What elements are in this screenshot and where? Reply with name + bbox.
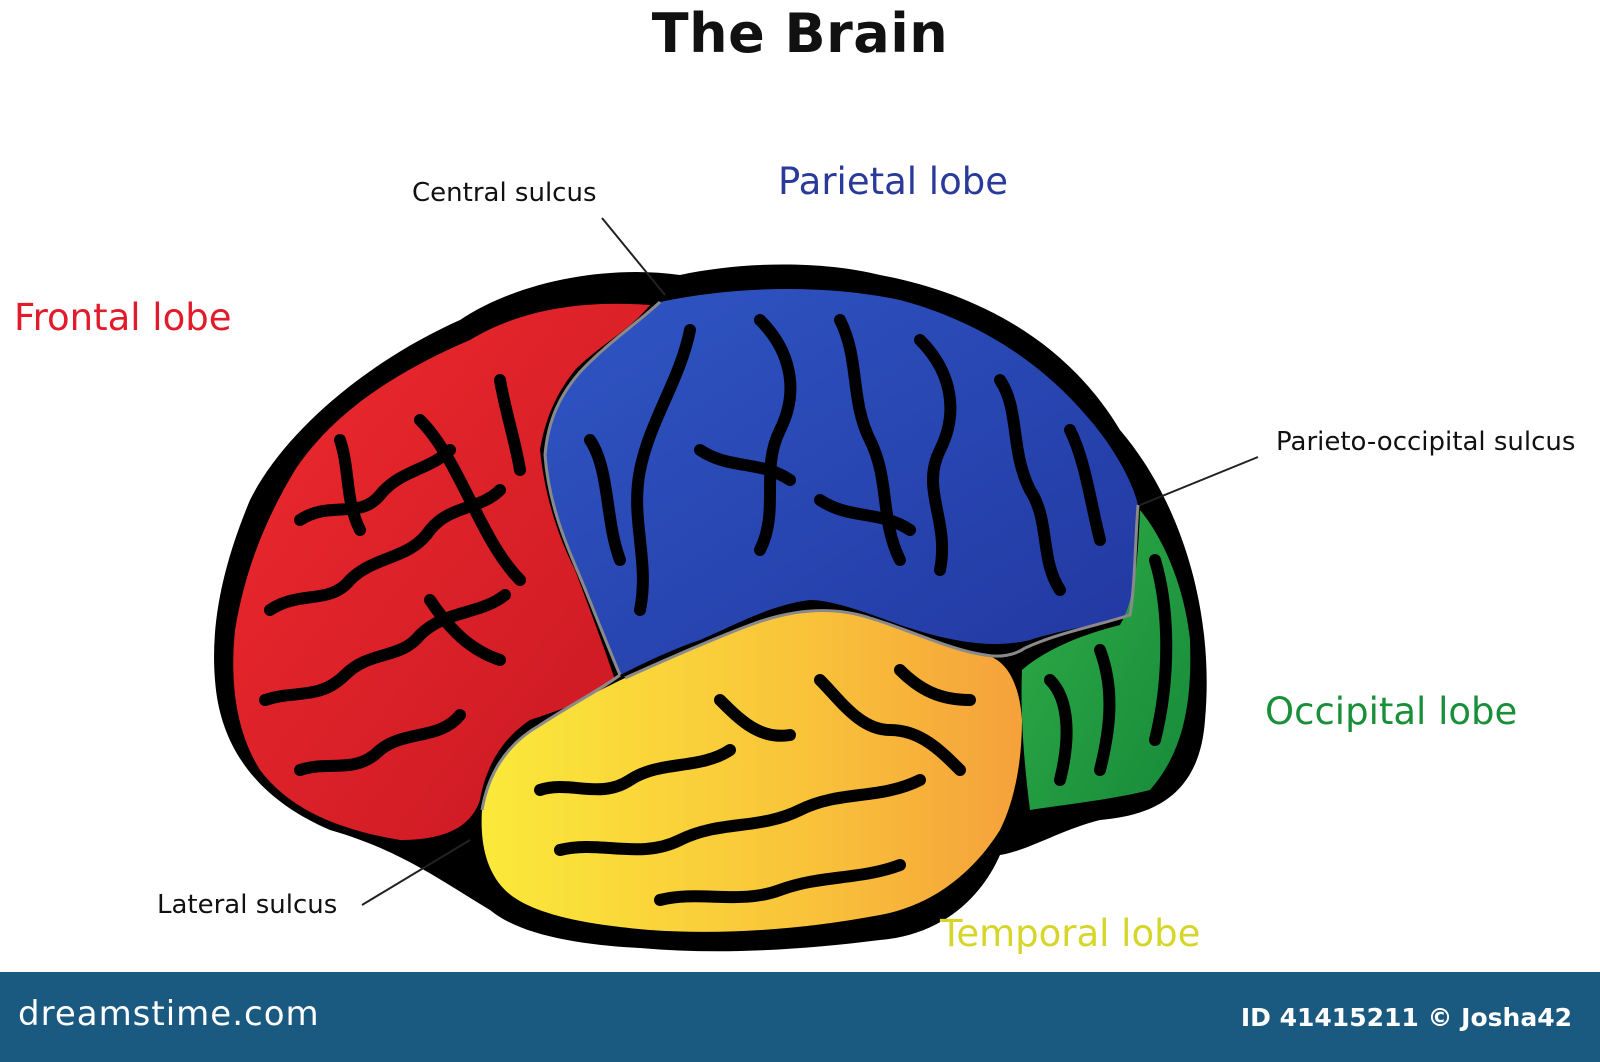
footer-logo: dreamstime.com xyxy=(18,994,320,1034)
diagram-title: The Brain xyxy=(651,2,949,65)
parietal-lobe-label: Parietal lobe xyxy=(778,160,1008,203)
temporal-upper-boundary-line xyxy=(624,609,1026,680)
footer-image-id: ID 41415211 © Josha42 xyxy=(1240,1003,1572,1032)
occipital-lobe-label: Occipital lobe xyxy=(1265,690,1518,733)
central-sulcus-label: Central sulcus xyxy=(412,178,597,208)
parieto-occipital-leader xyxy=(1139,456,1259,506)
central-sulcus-line xyxy=(543,300,662,676)
lateral-sulcus-line xyxy=(480,673,621,811)
gyri-pattern xyxy=(259,314,1173,906)
temporal-lobe-label: Temporal lobe xyxy=(940,912,1201,955)
central-sulcus-leader xyxy=(601,217,666,296)
footer-bar: dreamstime.com ID 41415211 © Josha42 xyxy=(0,972,1600,1062)
lateral-sulcus-label: Lateral sulcus xyxy=(157,890,338,920)
parietal-lobe-region xyxy=(545,288,1138,675)
parieto-occipital-sulcus-label: Parieto-occipital sulcus xyxy=(1276,427,1576,457)
frontal-lobe-label: Frontal lobe xyxy=(14,296,232,339)
parieto-occipital-sulcus-line xyxy=(1024,504,1140,650)
lateral-sulcus-leader xyxy=(361,839,471,906)
